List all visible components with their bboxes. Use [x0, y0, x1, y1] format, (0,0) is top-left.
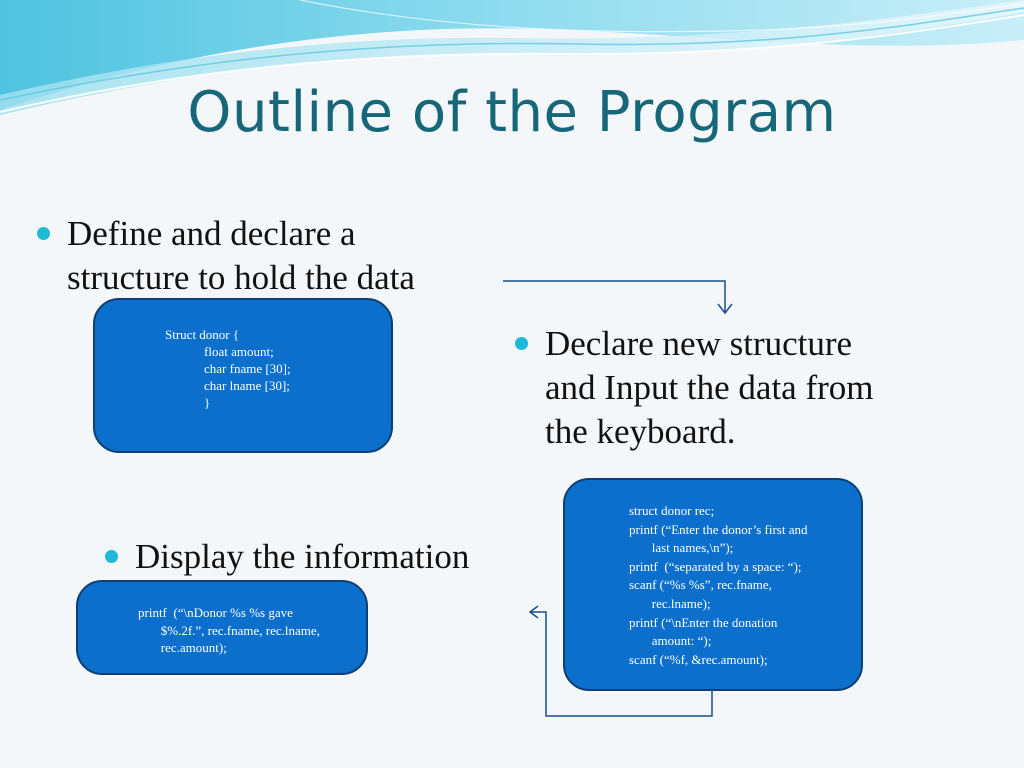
- connector-define-to-declare: [503, 280, 733, 315]
- code-line: printf (“\nEnter the donation: [629, 614, 778, 630]
- bullet-dot-icon: [515, 337, 528, 350]
- code-line: scanf (“%f, &rec.amount);: [629, 651, 768, 667]
- output-code-box: printf (“\nDonor %s %s gave $%.2f.”, rec…: [76, 580, 368, 675]
- bullet-define-structure: Define and declare a structure to hold t…: [37, 212, 497, 300]
- code-line: Struct donor {: [165, 327, 240, 342]
- code-line: rec.amount);: [138, 640, 227, 655]
- code-line: rec.lname);: [629, 595, 711, 611]
- bullet-dot-icon: [105, 550, 118, 563]
- code-line: printf (“separated by a space: “);: [629, 558, 802, 574]
- struct-definition-code-box: Struct donor { float amount; char fname …: [93, 298, 393, 453]
- code-line: amount: “);: [629, 633, 712, 649]
- slide-title: Outline of the Program: [187, 80, 837, 145]
- arrowhead-left-icon: [528, 605, 539, 619]
- code-line: char lname [30];: [165, 378, 290, 393]
- bullet-line: and Input the data from: [545, 368, 874, 407]
- bullet-declare-input: Declare new structure and Input the data…: [515, 322, 965, 454]
- code-line: last names,\n”);: [629, 540, 734, 556]
- bullet-line: Declare new structure: [545, 324, 853, 363]
- bullet-line: structure to hold the data: [67, 258, 415, 297]
- code-line: char fname [30];: [165, 361, 291, 376]
- code-line: $%.2f.”, rec.fname, rec.lname,: [138, 622, 320, 638]
- header-wave-decoration: [0, 0, 1024, 115]
- code-line: float amount;: [165, 344, 274, 359]
- arrowhead-down-icon: [717, 303, 733, 315]
- code-line: printf (“Enter the donor’s first and: [629, 521, 808, 537]
- bullet-line: Display the information: [135, 537, 470, 576]
- code-line: }: [165, 395, 211, 410]
- bullet-line: Define and declare a: [67, 214, 356, 253]
- input-code-box: struct donor rec; printf (“Enter the don…: [563, 478, 863, 691]
- code-line: printf (“\nDonor %s %s gave: [138, 605, 293, 620]
- code-line: struct donor rec;: [629, 503, 715, 518]
- bullet-display-information: Display the information: [105, 535, 535, 579]
- bullet-dot-icon: [37, 227, 50, 240]
- code-line: scanf (“%s %s”, rec.fname,: [629, 577, 772, 593]
- bullet-line: the keyboard.: [545, 412, 736, 451]
